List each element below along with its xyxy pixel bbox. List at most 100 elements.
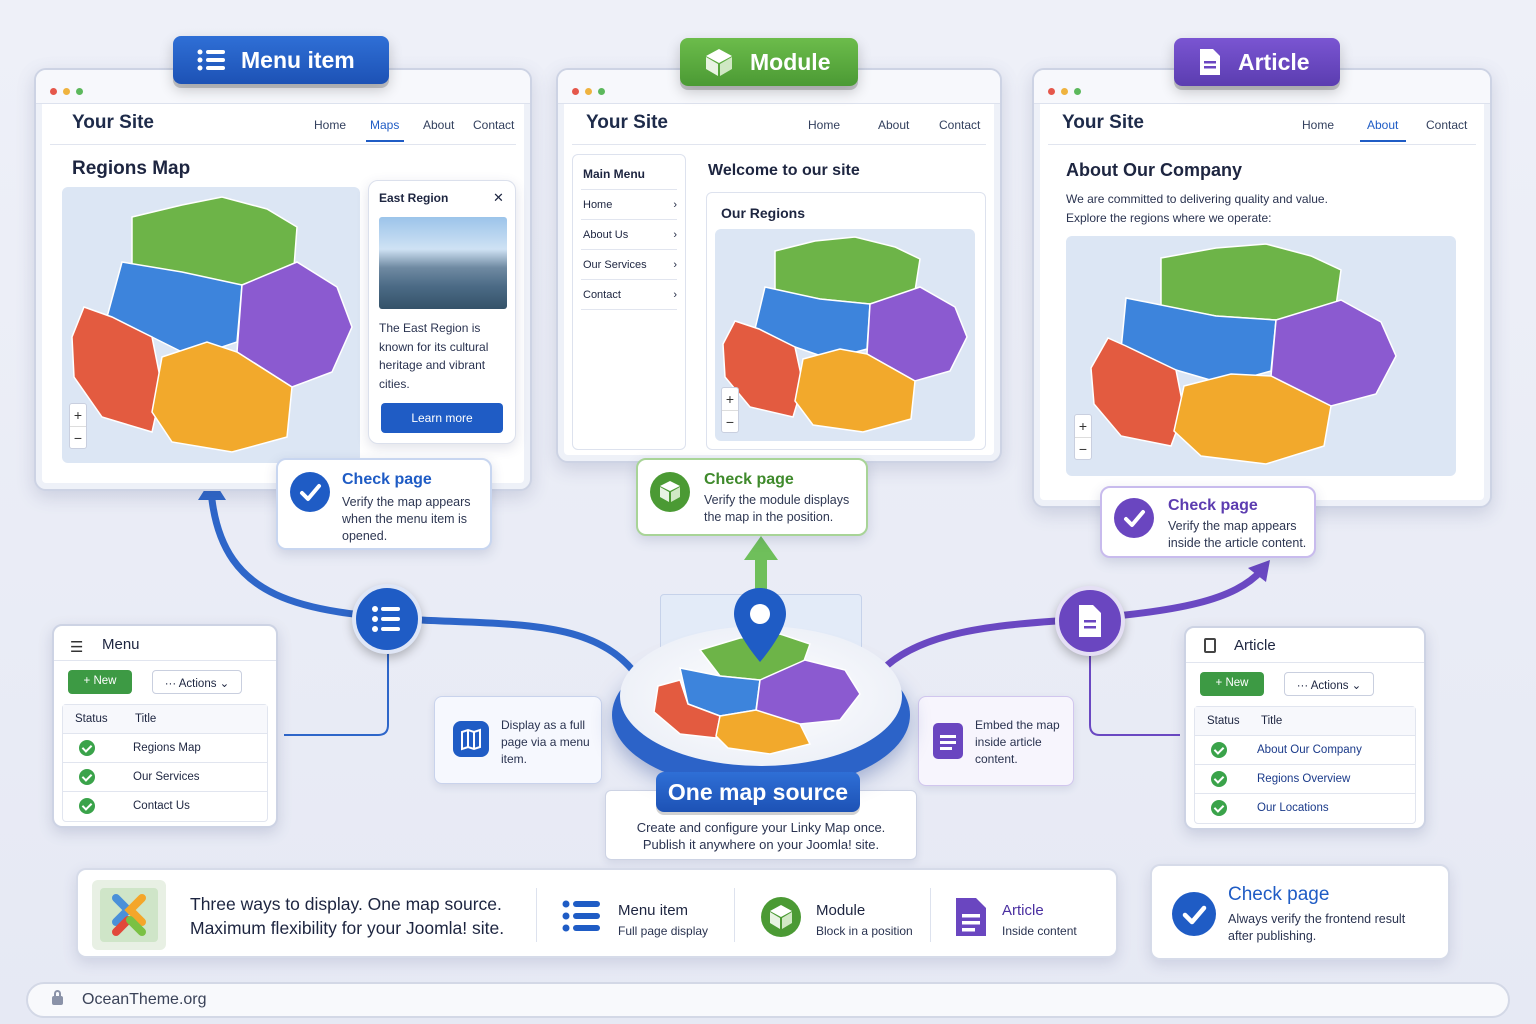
article-tag-label: Article (1238, 48, 1310, 75)
menu-link-contact[interactable]: Contact› (583, 289, 677, 301)
menu-link-home[interactable]: Home› (583, 199, 677, 211)
menu-item-page-window: Your Site Home Maps About Contact Region… (34, 68, 532, 491)
url-text: OceanTheme.org (82, 991, 207, 1008)
region-map (1090, 243, 1397, 465)
nav-home[interactable]: Home (808, 118, 841, 132)
nav-contact[interactable]: Contact (1426, 118, 1468, 132)
nav-about[interactable]: About (423, 118, 455, 132)
main-menu-module: Main Menu Home› About Us› Our Services› … (572, 154, 686, 450)
table-row[interactable]: Our Locations (1195, 794, 1415, 823)
url-bar[interactable]: OceanTheme.org (26, 982, 1510, 1018)
summary-article-title: Article (1002, 902, 1044, 919)
summary-check-title: Check page (1228, 884, 1330, 905)
article-tag: Article (1174, 38, 1340, 86)
nav-contact[interactable]: Contact (473, 118, 515, 132)
cube-icon (650, 472, 690, 512)
zoom-controls[interactable]: + − (721, 387, 739, 433)
menu-flow-icon (352, 584, 422, 654)
table-row[interactable]: Our Services (63, 763, 267, 792)
joomla-logo-icon (92, 880, 166, 950)
published-icon (1211, 771, 1227, 787)
site-title: Your Site (1062, 112, 1144, 133)
zoom-out-button[interactable]: − (73, 430, 83, 446)
zoom-controls[interactable]: + − (69, 403, 87, 449)
learn-more-button[interactable]: Learn more (381, 403, 503, 433)
article-heading: About Our Company (1066, 160, 1242, 180)
map-canvas[interactable] (62, 187, 360, 463)
display-menu-card: Display as a full page via a menu item. (434, 696, 602, 784)
map-source-title: One map source (656, 772, 860, 812)
region-map (71, 196, 353, 453)
list-icon (197, 49, 225, 71)
site-title: Your Site (72, 112, 154, 133)
zoom-out-button[interactable]: − (1078, 441, 1088, 457)
check-page-article: Check page Verify the map appears inside… (1100, 486, 1316, 558)
zoom-in-button[interactable]: + (722, 388, 738, 411)
nav-about[interactable]: About (878, 118, 910, 132)
nav-home[interactable]: Home (1302, 118, 1335, 132)
menu-items-table: Status Title Regions Map Our Services Co… (62, 704, 268, 822)
region-popup: East Region ✕ The East Region is known f… (368, 180, 516, 444)
map-icon (453, 721, 489, 757)
new-button[interactable]: + New (68, 670, 132, 694)
summary-menu-sub: Full page display (618, 924, 709, 938)
actions-dropdown[interactable]: ··· Actions ⌄ (1284, 672, 1374, 696)
check-page-module: Check page Verify the module displays th… (636, 458, 868, 536)
map-pin-icon (734, 588, 786, 662)
col-status: Status (75, 713, 108, 725)
table-row[interactable]: Regions Overview (1195, 765, 1415, 794)
col-title: Title (1261, 715, 1283, 727)
table-row[interactable]: Regions Map (63, 734, 267, 763)
check-title: Check page (704, 471, 794, 488)
summary-article-sub: Inside content (1002, 924, 1077, 938)
actions-dropdown[interactable]: ··· Actions ⌄ (152, 670, 242, 694)
map-canvas[interactable] (1066, 236, 1456, 476)
zoom-in-button[interactable]: + (1075, 415, 1091, 438)
published-icon (79, 769, 95, 785)
summary-check-text1: Always verify the frontend result (1228, 912, 1406, 926)
nav-maps[interactable]: Maps (370, 118, 400, 132)
main-menu-title: Main Menu (583, 167, 645, 181)
chevron-right-icon: › (673, 259, 677, 271)
zoom-in-button[interactable]: + (70, 404, 86, 427)
map-source-line1: Create and configure your Linky Map once… (636, 820, 886, 835)
document-icon (933, 723, 963, 759)
welcome-heading: Welcome to our site (708, 162, 860, 179)
module-page-window: Your Site Home About Contact Main Menu H… (556, 68, 1002, 463)
summary-line2: Maximum flexibility for your Joomla! sit… (190, 918, 505, 938)
panel-title: Menu (102, 636, 140, 653)
list-icon (562, 900, 600, 932)
module-title: Our Regions (721, 205, 806, 221)
map-module: Our Regions + − (706, 192, 986, 450)
menu-link-about-us[interactable]: About Us› (583, 229, 677, 241)
cube-icon (706, 49, 732, 76)
menu-link-our-services[interactable]: Our Services› (583, 259, 677, 271)
nav-about[interactable]: About (1367, 118, 1399, 132)
map-source-line2: Publish it anywhere on your Joomla! site… (642, 837, 880, 852)
region-map (722, 236, 968, 433)
region-photo (379, 217, 507, 309)
map-canvas[interactable] (715, 229, 975, 441)
articles-table: Status Title About Our Company Regions O… (1194, 706, 1416, 824)
close-icon[interactable]: ✕ (493, 190, 504, 205)
module-tag-label: Module (750, 48, 831, 75)
nav-home[interactable]: Home (314, 118, 347, 132)
new-button[interactable]: + New (1200, 672, 1264, 696)
col-status: Status (1207, 715, 1240, 727)
summary-menu-title: Menu item (618, 902, 689, 919)
zoom-controls[interactable]: + − (1074, 414, 1092, 460)
table-row[interactable]: About Our Company (1195, 736, 1415, 765)
article-text-line2: Explore the regions where we operate: (1066, 211, 1272, 225)
zoom-out-button[interactable]: − (725, 414, 735, 430)
menu-item-tag: Menu item (173, 36, 389, 84)
published-icon (1211, 742, 1227, 758)
table-row[interactable]: Contact Us (63, 792, 267, 821)
check-icon (290, 472, 330, 512)
list-icon: ☰ (70, 639, 84, 656)
summary-line1: Three ways to display. One map source. (190, 894, 502, 914)
published-icon (79, 740, 95, 756)
nav-contact[interactable]: Contact (939, 118, 981, 132)
cube-icon (761, 897, 801, 937)
article-page-window: Your Site Home About Contact About Our C… (1032, 68, 1492, 508)
summary-check-text2: after publishing. (1228, 929, 1317, 943)
